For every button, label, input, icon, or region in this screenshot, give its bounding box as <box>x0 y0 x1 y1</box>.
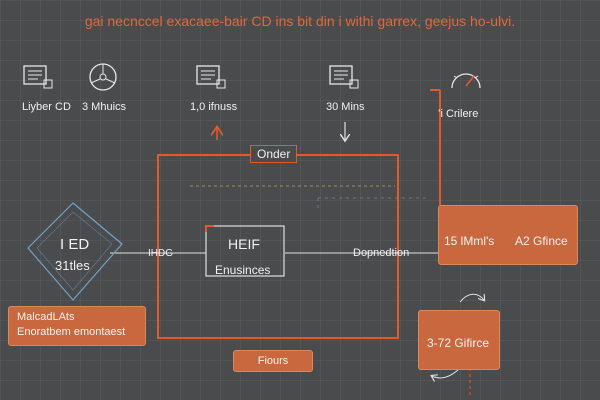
top-label-2: 3 Mhuics <box>82 101 127 113</box>
gauge-icon <box>451 73 481 89</box>
diagram-title: gai necnccel exacaee-bair CD ins bit din… <box>84 13 516 29</box>
left-box: MalcadLAts Enoratbem emontaest <box>8 306 146 346</box>
left-box-line1: MalcadLAts <box>17 311 75 323</box>
top-label-4: 30 Mins <box>326 101 365 113</box>
bottom-pill-label: Fiours <box>257 355 289 367</box>
center-box-accent <box>205 225 214 232</box>
left-node-diamond <box>27 202 123 301</box>
center-box-subtitle: Enusinces <box>215 263 271 277</box>
top-label-1: Liyber CD <box>22 101 71 113</box>
monitor-icon <box>23 65 53 89</box>
bottom-pill: Fiours <box>233 350 313 372</box>
monitor-icon <box>196 65 226 89</box>
center-box-title: HEIF <box>228 236 260 252</box>
top-label-5: ʻi Crilere <box>438 108 479 120</box>
curve-arrow-bottom <box>432 367 461 378</box>
top-label-3: 1,0 ifnuss <box>190 101 238 113</box>
right-box-right-text: A2 Gfince <box>515 234 568 248</box>
bottom-right-box: 3-72 Gifirce <box>418 310 500 370</box>
right-box: 15 lMml's A2 Gfince <box>438 205 578 265</box>
order-frame-label: Onder <box>250 145 298 163</box>
right-box-left-text: 15 lMml's <box>444 234 495 248</box>
center-box-frame <box>205 225 285 277</box>
steering-wheel-icon <box>89 63 117 91</box>
bottom-right-box-text: 3-72 Gifirce <box>427 336 490 350</box>
left-node-subtitle: 31tles <box>55 258 90 273</box>
left-node-title: I ED <box>60 236 90 253</box>
left-box-line2: Enoratbem emontaest <box>17 326 126 338</box>
curve-arrow-top <box>459 294 484 303</box>
monitor-icon <box>329 65 359 89</box>
left-connector-label: IHDG <box>148 248 173 259</box>
right-connector-label: Dopnedtion <box>353 247 410 259</box>
